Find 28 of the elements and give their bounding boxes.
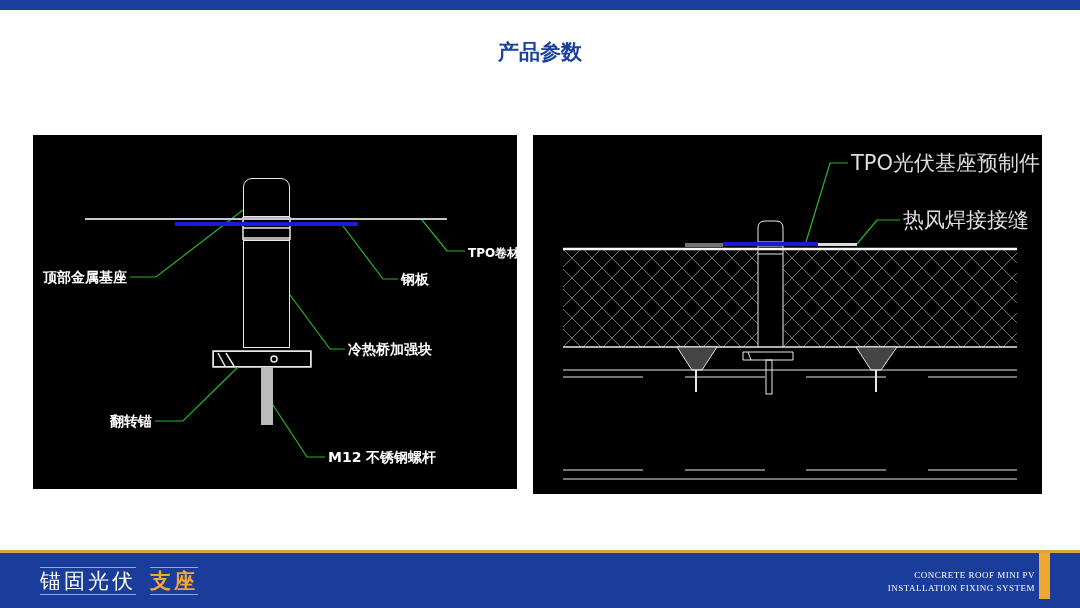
callout-label: 翻转锚: [95, 412, 155, 430]
callout-label: 钢板: [398, 270, 429, 288]
callout-label: 顶部金属基座: [30, 268, 130, 286]
footer-title: 支座: [150, 567, 198, 595]
leader-line: [342, 225, 399, 280]
leader-line: [421, 219, 466, 252]
leader-line: [856, 219, 901, 245]
footer-title: 锚固光伏: [40, 567, 136, 595]
threaded-rod: [261, 367, 273, 425]
leader-line: [154, 366, 239, 422]
leader-line: [805, 162, 849, 243]
callout-label: TPO卷材: [465, 244, 520, 262]
callout-label: 热风焊接接缝: [900, 209, 1029, 231]
callout-label: TPO光伏基座预制件: [848, 152, 1041, 174]
metal-base-cap: [243, 178, 290, 217]
reinforcement-block: [243, 240, 290, 348]
steel-plate: [175, 222, 358, 226]
footer-subtitle: CONCRETE ROOF MINI PV INSTALLATION FIXING SYSTEM: [886, 569, 1035, 595]
page-title: 产品参数: [497, 39, 583, 66]
leader-line: [272, 404, 326, 458]
anchor-plate: [213, 351, 311, 367]
membrane-line: [85, 218, 447, 220]
leader-line: [129, 209, 244, 278]
weld-seam: [818, 243, 857, 246]
callout-label: 冷热桥加强块: [345, 340, 432, 358]
leader-line: [289, 294, 346, 350]
tpo-base-strip: [723, 242, 818, 246]
callout-label: M12 不锈钢螺杆: [325, 448, 437, 466]
